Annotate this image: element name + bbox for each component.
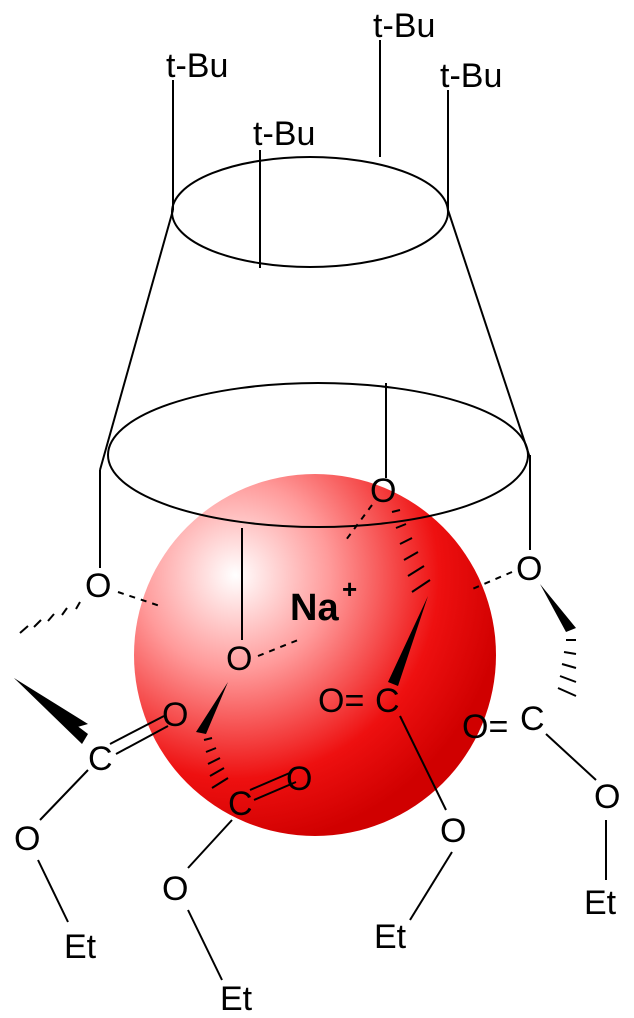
arm4-hashed-bond xyxy=(557,639,577,697)
coord-bond-o4 xyxy=(469,571,513,591)
arm1-c-o-double-a xyxy=(109,715,165,745)
arm1-wedge-bond-fill xyxy=(14,678,88,744)
carbon-1: C xyxy=(88,740,113,778)
ether-oxygen-4: O xyxy=(516,550,542,588)
tbu-label-2: t-Bu xyxy=(253,115,315,153)
ethyl-3: Et xyxy=(374,918,407,956)
ether-oxygen-1: O xyxy=(85,567,111,605)
ether-oxygen-2: O xyxy=(226,640,252,678)
carbonyl-oxygen-2: O xyxy=(286,760,312,798)
arm2-o-to-et xyxy=(187,909,223,981)
ester-oxygen-3: O xyxy=(440,812,466,850)
arm1-c-to-o xyxy=(39,769,89,821)
arm3-wedge-bond xyxy=(388,596,428,686)
upper-rim-ellipse xyxy=(171,156,449,268)
carbonyl-oxygen-1: O xyxy=(162,696,188,734)
arm3-hashed-bond xyxy=(391,509,431,593)
ester-oxygen-2: O xyxy=(162,870,188,908)
arm2-hashed-bond xyxy=(203,737,229,789)
arm1-c-o-double-b xyxy=(115,725,169,755)
carbon-3: C xyxy=(375,682,400,720)
arm3-o-to-et xyxy=(409,851,453,921)
arm2-c-o-double-a xyxy=(249,771,293,791)
cone-right-edge xyxy=(447,209,531,459)
arm3-c-to-o xyxy=(399,715,447,811)
carbon-2: C xyxy=(228,785,253,823)
arm1-o-to-et xyxy=(37,859,69,923)
ester-oxygen-1: O xyxy=(14,820,40,858)
ethyl-4: Et xyxy=(584,884,617,922)
coord-bond-o1 xyxy=(117,591,161,607)
ethyl-2: Et xyxy=(220,980,253,1018)
arm1-hashed-bond xyxy=(19,601,81,634)
coord-bond-o3 xyxy=(345,504,373,541)
carbon-4: C xyxy=(520,700,545,738)
carbonyl-oxygen-4: O= xyxy=(462,708,508,746)
arm4-wedge-bond xyxy=(540,584,576,632)
cone-left-edge xyxy=(99,209,174,471)
sodium-charge: + xyxy=(342,574,357,604)
arm2-wedge-bond xyxy=(196,682,228,734)
sodium-symbol: Na xyxy=(290,587,339,629)
ether-oxygen-3: O xyxy=(370,472,396,510)
arm4-c-to-o xyxy=(545,733,597,781)
tbu-label-3: t-Bu xyxy=(373,7,435,45)
arm2-c-o-double-b xyxy=(253,781,297,801)
sodium-sphere xyxy=(134,474,496,836)
tbu-label-4: t-Bu xyxy=(440,57,502,95)
ethyl-1: Et xyxy=(64,928,97,966)
ester-oxygen-4: O xyxy=(594,778,620,816)
tbu-label-1: t-Bu xyxy=(166,47,228,85)
arm2-c-to-o xyxy=(187,819,233,869)
carbonyl-oxygen-3: O= xyxy=(318,682,364,720)
sodium-ion-label: Na + xyxy=(290,574,357,629)
